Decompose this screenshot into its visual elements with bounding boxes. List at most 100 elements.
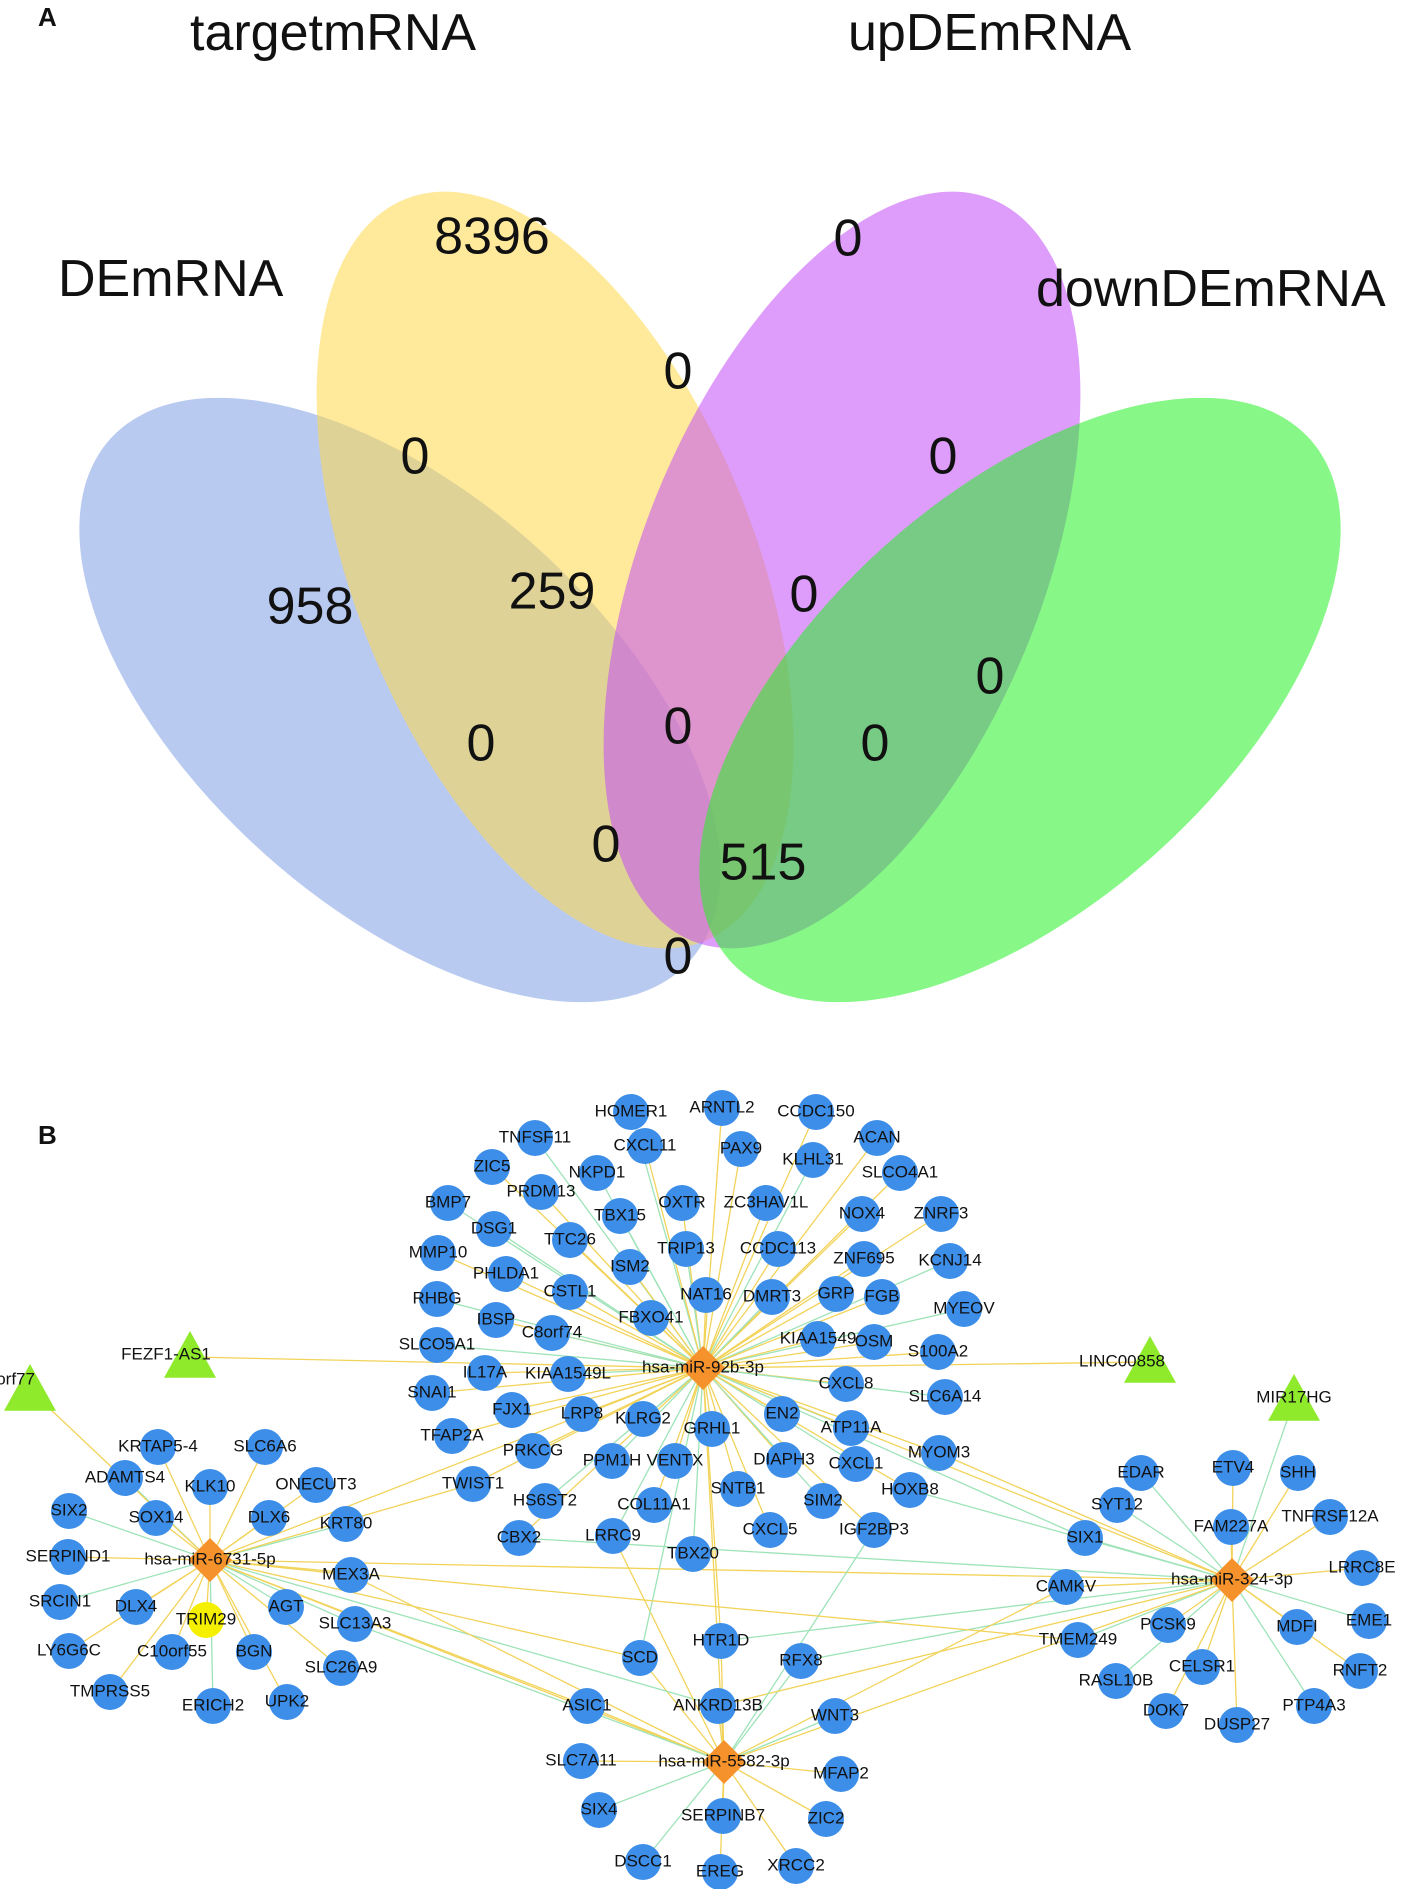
gene-label: TRIP13 <box>657 1238 715 1257</box>
gene-label: BGN <box>236 1641 273 1660</box>
gene-label: AGT <box>269 1596 304 1615</box>
gene-label: SIX4 <box>581 1799 618 1818</box>
edge <box>1116 1504 1233 1581</box>
venn-count-target-up: 0 <box>664 343 693 401</box>
venn-count-de-up: 0 <box>467 715 496 773</box>
gene-label: DUSP27 <box>1204 1714 1270 1733</box>
gene-node <box>51 1493 87 1529</box>
gene-label: OXTR <box>658 1192 705 1211</box>
gene-label: KCNJ14 <box>918 1250 981 1269</box>
gene-node <box>864 1279 900 1315</box>
venn-count-target-only: 8396 <box>434 208 550 266</box>
edge <box>653 1367 704 1506</box>
gene-node <box>612 1249 648 1285</box>
gene-node <box>501 1520 537 1556</box>
gene-node <box>419 1281 455 1317</box>
gene-label: SLC6A14 <box>909 1386 982 1405</box>
gene-node <box>622 1640 658 1676</box>
gene-label: ARNTL2 <box>689 1097 754 1116</box>
gene-label: SLC6A6 <box>233 1436 296 1455</box>
gene-node <box>856 1512 892 1548</box>
edge <box>619 1215 704 1369</box>
gene-node <box>694 1411 730 1447</box>
gene-node <box>800 1321 836 1357</box>
gene-label: PPM1H <box>583 1450 642 1469</box>
gene-node <box>595 1518 631 1554</box>
gene-label: SOX14 <box>129 1507 184 1526</box>
edge-cross <box>354 1623 725 1763</box>
gene-node <box>467 1355 503 1391</box>
edge-cross <box>938 1452 1233 1581</box>
gene-node <box>778 1848 814 1884</box>
gene-node <box>705 1798 741 1834</box>
gene-node <box>494 1392 530 1428</box>
gene-label: EME1 <box>1346 1610 1392 1629</box>
gene-label: ZIC2 <box>808 1808 845 1827</box>
gene-label: EREG <box>696 1861 744 1880</box>
gene-node <box>752 1512 788 1548</box>
venn-diagram: DEmRNA targetmRNA upDEmRNA downDEmRNA 83… <box>58 4 1386 1003</box>
gene-label: HS6ST2 <box>513 1490 577 1509</box>
gene-node <box>817 1698 853 1734</box>
venn-count-de-target-up: 259 <box>509 563 596 621</box>
gene-label: TWIST1 <box>442 1473 504 1492</box>
gene-node <box>703 1623 739 1659</box>
gene-node <box>552 1274 588 1310</box>
gene-node <box>1067 1520 1103 1556</box>
gene-label: DIAPH3 <box>753 1449 814 1468</box>
gene-node <box>488 1256 524 1292</box>
gene-node <box>882 1155 918 1191</box>
gene-label: ZC3HAV1L <box>724 1192 809 1211</box>
mirna-node <box>188 1538 232 1582</box>
gene-node <box>195 1688 231 1724</box>
gene-node <box>828 1366 864 1402</box>
gene-label: ONECUT3 <box>275 1474 356 1493</box>
gene-node <box>657 1443 693 1479</box>
lncrna-node <box>4 1364 56 1411</box>
edge-hub-hub <box>209 1367 704 1561</box>
gene-node <box>1184 1649 1220 1685</box>
gene-label: SIM2 <box>803 1490 843 1509</box>
gene-node <box>552 1222 588 1258</box>
gene-label: DSG1 <box>471 1218 517 1237</box>
gene-label: PHLDA1 <box>473 1263 539 1282</box>
gene-label: SLC13A3 <box>319 1613 392 1632</box>
edge <box>702 1296 883 1369</box>
gene-label: TMPRSS5 <box>70 1681 150 1700</box>
gene-node <box>688 1277 724 1313</box>
gene-node <box>795 1142 831 1178</box>
venn-set-downdemrna <box>699 397 1341 1003</box>
edge <box>493 1228 704 1369</box>
edge-cross <box>702 1367 722 1642</box>
gene-node <box>1060 1622 1096 1658</box>
gene-label: RASL10B <box>1079 1670 1154 1689</box>
edge <box>1165 1579 1233 1712</box>
gene-label: CELSR1 <box>1169 1656 1235 1675</box>
edge <box>723 1715 836 1763</box>
edge <box>612 1367 704 1537</box>
gene-label: SRCIN1 <box>29 1591 91 1610</box>
gene-node <box>602 1198 638 1234</box>
gene-node <box>517 1120 553 1156</box>
gene-label: IL17A <box>463 1362 508 1381</box>
gene-label: CXCL5 <box>743 1519 798 1538</box>
venn-count-de-down: 0 <box>664 928 693 986</box>
gene-node <box>1344 1550 1380 1586</box>
mirna-node <box>1210 1558 1254 1602</box>
gene-node <box>251 1500 287 1536</box>
gene-label: OSM <box>855 1331 894 1350</box>
edge <box>692 1367 704 1555</box>
edge-lnc <box>189 1356 704 1369</box>
gene-node <box>613 1094 649 1130</box>
gene-label: NOX4 <box>839 1203 885 1222</box>
gene-node <box>1048 1569 1084 1605</box>
gene-label: SNTB1 <box>711 1478 766 1497</box>
gene-node <box>766 1442 802 1478</box>
gene-node <box>627 1128 663 1164</box>
lncrna-label: MIR17HG <box>1256 1387 1332 1406</box>
edge <box>702 1107 723 1369</box>
gene-node <box>932 1243 968 1279</box>
gene-node <box>527 1483 563 1519</box>
venn-count-all: 0 <box>664 698 693 756</box>
